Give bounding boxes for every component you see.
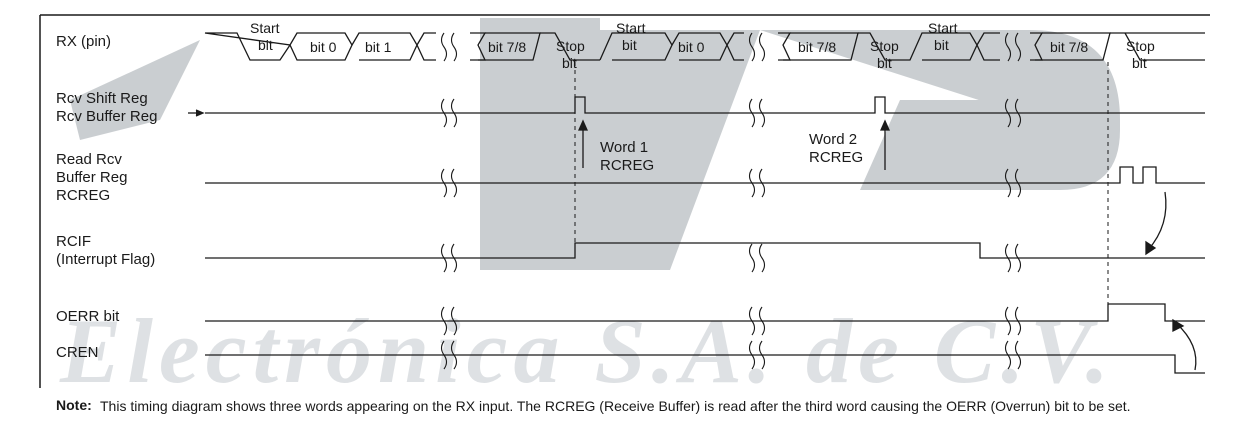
read-rcreg-waveform <box>205 166 1205 184</box>
label-cren: CREN <box>56 344 99 361</box>
rx-stop-bit-1: bit <box>562 55 577 71</box>
rx-stop-2: Stop <box>870 38 899 54</box>
word-annotations: Word 1 RCREG Word 2 RCREG <box>600 131 863 174</box>
label-buffer-reg: Buffer Reg <box>56 169 127 186</box>
rx-start-1: Start <box>250 20 280 36</box>
label-interrupt-flag: (Interrupt Flag) <box>56 251 155 268</box>
note-text: This timing diagram shows three words ap… <box>100 398 1131 414</box>
label-read-rcv: Read Rcv <box>56 151 122 168</box>
dashed-guides <box>574 62 1109 304</box>
rx-stop-3: Stop <box>1126 38 1155 54</box>
label-rcv-buffer-reg: Rcv Buffer Reg <box>56 108 157 125</box>
label-rx-pin: RX (pin) <box>56 33 111 50</box>
rx-bit78-1: bit 7/8 <box>488 39 526 55</box>
rx-stop-bit-2: bit <box>877 55 892 71</box>
label-rcif: RCIF <box>56 233 91 250</box>
oerr-waveform <box>205 303 1205 322</box>
watermark-text: Electrónica S.A. de C.V. <box>59 300 1115 402</box>
rx-stop-1: Stop <box>556 38 585 54</box>
rx-start-3: Start <box>928 20 958 36</box>
label-oerr-bit: OERR bit <box>56 308 120 325</box>
rx-waveform <box>204 32 1205 61</box>
rx-bit1-1: bit 1 <box>365 39 392 55</box>
label-rcv-shift-reg: Rcv Shift Reg <box>56 90 148 107</box>
rx-bit0-1: bit 0 <box>310 39 337 55</box>
word1-label: Word 1 <box>600 139 648 156</box>
rx-bit78-2: bit 7/8 <box>798 39 836 55</box>
watermark-logo: Electrónica S.A. de C.V. <box>59 18 1120 402</box>
word2-label: Word 2 <box>809 131 857 148</box>
rcif-waveform <box>205 242 1205 259</box>
transfer-arrows <box>577 119 1197 371</box>
rx-bit78-3: bit 7/8 <box>1050 39 1088 55</box>
label-rcreg: RCREG <box>56 187 110 204</box>
rx-stop-bit-3: bit <box>1132 55 1147 71</box>
cren-waveform <box>205 354 1205 374</box>
signal-labels: RX (pin) Rcv Shift Reg Rcv Buffer Reg Re… <box>56 33 157 361</box>
rx-start-bit-3: bit <box>934 37 949 53</box>
note-label: Note: <box>56 397 92 413</box>
word2-rcreg: RCREG <box>809 149 863 166</box>
rx-start-bit-1: bit <box>258 37 273 53</box>
word1-rcreg: RCREG <box>600 157 654 174</box>
rx-field-labels: Start bit bit 0 bit 1 bit 7/8 Stop bit S… <box>250 20 1155 71</box>
rx-start-bit-2: bit <box>622 37 637 53</box>
break-marks <box>440 32 1022 370</box>
rx-start-2: Start <box>616 20 646 36</box>
rx-bit0-2: bit 0 <box>678 39 705 55</box>
